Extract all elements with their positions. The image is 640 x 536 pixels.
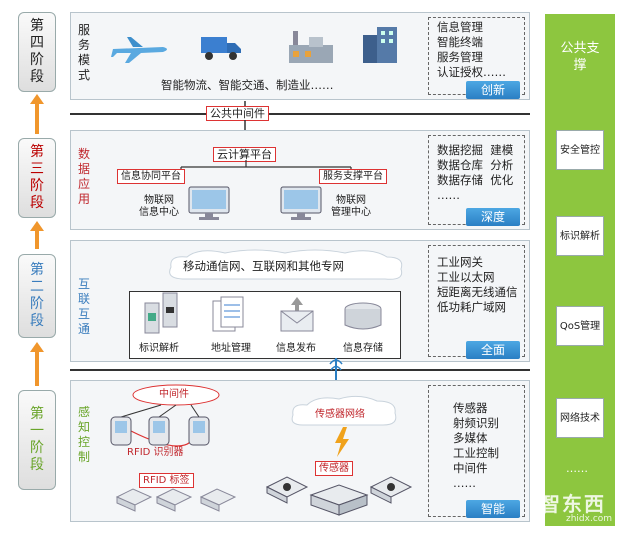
middleware-label: 中间件	[159, 389, 189, 400]
support-item-qos: QoS管理	[556, 306, 604, 346]
lightning-icon	[335, 427, 349, 457]
service-item-publish: 信息发布	[276, 343, 316, 354]
support-platform-label: 服务支撑平台	[319, 169, 387, 184]
stage-three-label: 第三阶段	[30, 144, 44, 211]
middleware-line	[70, 113, 530, 115]
network-bus-line	[70, 369, 530, 371]
sensing-details-text: 传感器 射频识别 多媒体 工业控制 中间件 ……	[453, 401, 499, 490]
document-icon	[212, 296, 244, 332]
network-layer: 互联互通 移动通信网、互联网和其他专网 标识解析 地址管理 信息发布 信息存储 …	[70, 240, 530, 362]
data-layer: 数据应用 云计算平台 信息协同平台 服务支撑平台 物联网 信息中心 物联网 管理…	[70, 130, 530, 230]
service-layer-label: 服务模式	[77, 23, 90, 82]
truck-icon	[201, 37, 241, 60]
collab-platform-label: 信息协同平台	[117, 169, 185, 184]
iot-info-center: 物联网 信息中心	[139, 195, 179, 218]
network-layer-label: 互联互通	[77, 277, 90, 336]
support-more: ……	[566, 462, 588, 475]
building-icon	[363, 27, 397, 63]
tag-intelligent: 智能	[466, 500, 520, 518]
arrow-up-icon	[30, 94, 44, 134]
public-support-column	[545, 14, 615, 526]
cloud-platform-label: 云计算平台	[213, 147, 276, 162]
watermark-logo: 智东西	[540, 492, 606, 516]
tag-comprehensive: 全面	[466, 341, 520, 359]
factory-icon	[289, 31, 333, 63]
sensor-label: 传感器	[315, 461, 353, 476]
network-details-text: 工业网关 工业以太网 短距离无线通信 低功耗广域网	[437, 255, 518, 314]
service-details-text: 信息管理 智能终端 服务管理 认证授权……	[437, 20, 506, 79]
data-layer-label: 数据应用	[77, 147, 90, 206]
computer-icon	[280, 186, 322, 220]
stage-two: 第二阶段	[18, 254, 56, 338]
sensor-network-label: 传感器网络	[315, 409, 365, 420]
cloud-icon	[169, 249, 403, 280]
airplane-icon	[111, 37, 167, 63]
network-cloud-text: 移动通信网、互联网和其他专网	[183, 259, 344, 273]
stage-three: 第三阶段	[18, 138, 56, 218]
identifier-icon	[144, 292, 178, 334]
rfid-tag-icon	[155, 488, 193, 512]
rfid-reader-icon	[110, 416, 132, 446]
support-item-identifier: 标识解析	[556, 216, 604, 256]
data-details-text: 数据挖掘 建模 数据仓库 分析 数据存储 优化 ……	[437, 143, 514, 202]
rfid-reader-label: RFID 识别器	[127, 447, 184, 458]
computer-icon	[188, 186, 230, 220]
stage-one: 第一阶段	[18, 390, 56, 490]
public-support-title: 公共支撑	[560, 41, 600, 73]
rfid-tag-icon	[199, 488, 237, 512]
stage-two-label: 第二阶段	[30, 262, 44, 329]
rfid-tag-icon	[115, 488, 153, 512]
sensor-node-icon	[309, 484, 369, 516]
service-item-address: 地址管理	[211, 343, 251, 354]
service-item-identifier: 标识解析	[139, 343, 179, 354]
storage-icon	[344, 302, 382, 330]
stage-four-label: 第四阶段	[30, 18, 44, 85]
sensing-layer-label: 感知控制	[77, 405, 90, 464]
arrow-up-icon	[30, 342, 44, 386]
service-layer: 服务模式 智能物流、智能交通、制造业…… 信息管理 智能终端 服务管理 认证授权…	[70, 12, 530, 100]
sensor-cloud-icon	[291, 395, 397, 426]
sensor-node-icon	[265, 476, 309, 504]
rfid-tag-label: RFID 标签	[139, 473, 194, 488]
rfid-reader-icon	[148, 416, 170, 446]
support-item-security: 安全管控	[556, 130, 604, 170]
watermark-url: zhidx.com	[566, 514, 613, 524]
sensor-node-icon	[369, 476, 413, 504]
service-item-storage: 信息存储	[343, 343, 383, 354]
tag-innovation: 创新	[466, 81, 520, 99]
stage-one-label: 第一阶段	[30, 406, 44, 473]
support-item-network: 网络技术	[556, 398, 604, 438]
iot-management-center: 物联网 管理中心	[331, 195, 371, 218]
sensing-layer: 感知控制 中间件 RFID 识别器 RFID 标签 传感器网络 传感器	[70, 380, 530, 522]
mail-icon	[280, 297, 314, 332]
service-caption: 智能物流、智能交通、制造业……	[161, 78, 334, 92]
stage-four: 第四阶段	[18, 12, 56, 92]
rfid-reader-icon	[188, 416, 210, 446]
arrow-up-icon	[30, 221, 44, 249]
public-middleware-label: 公共中间件	[206, 106, 269, 121]
tag-depth: 深度	[466, 208, 520, 226]
